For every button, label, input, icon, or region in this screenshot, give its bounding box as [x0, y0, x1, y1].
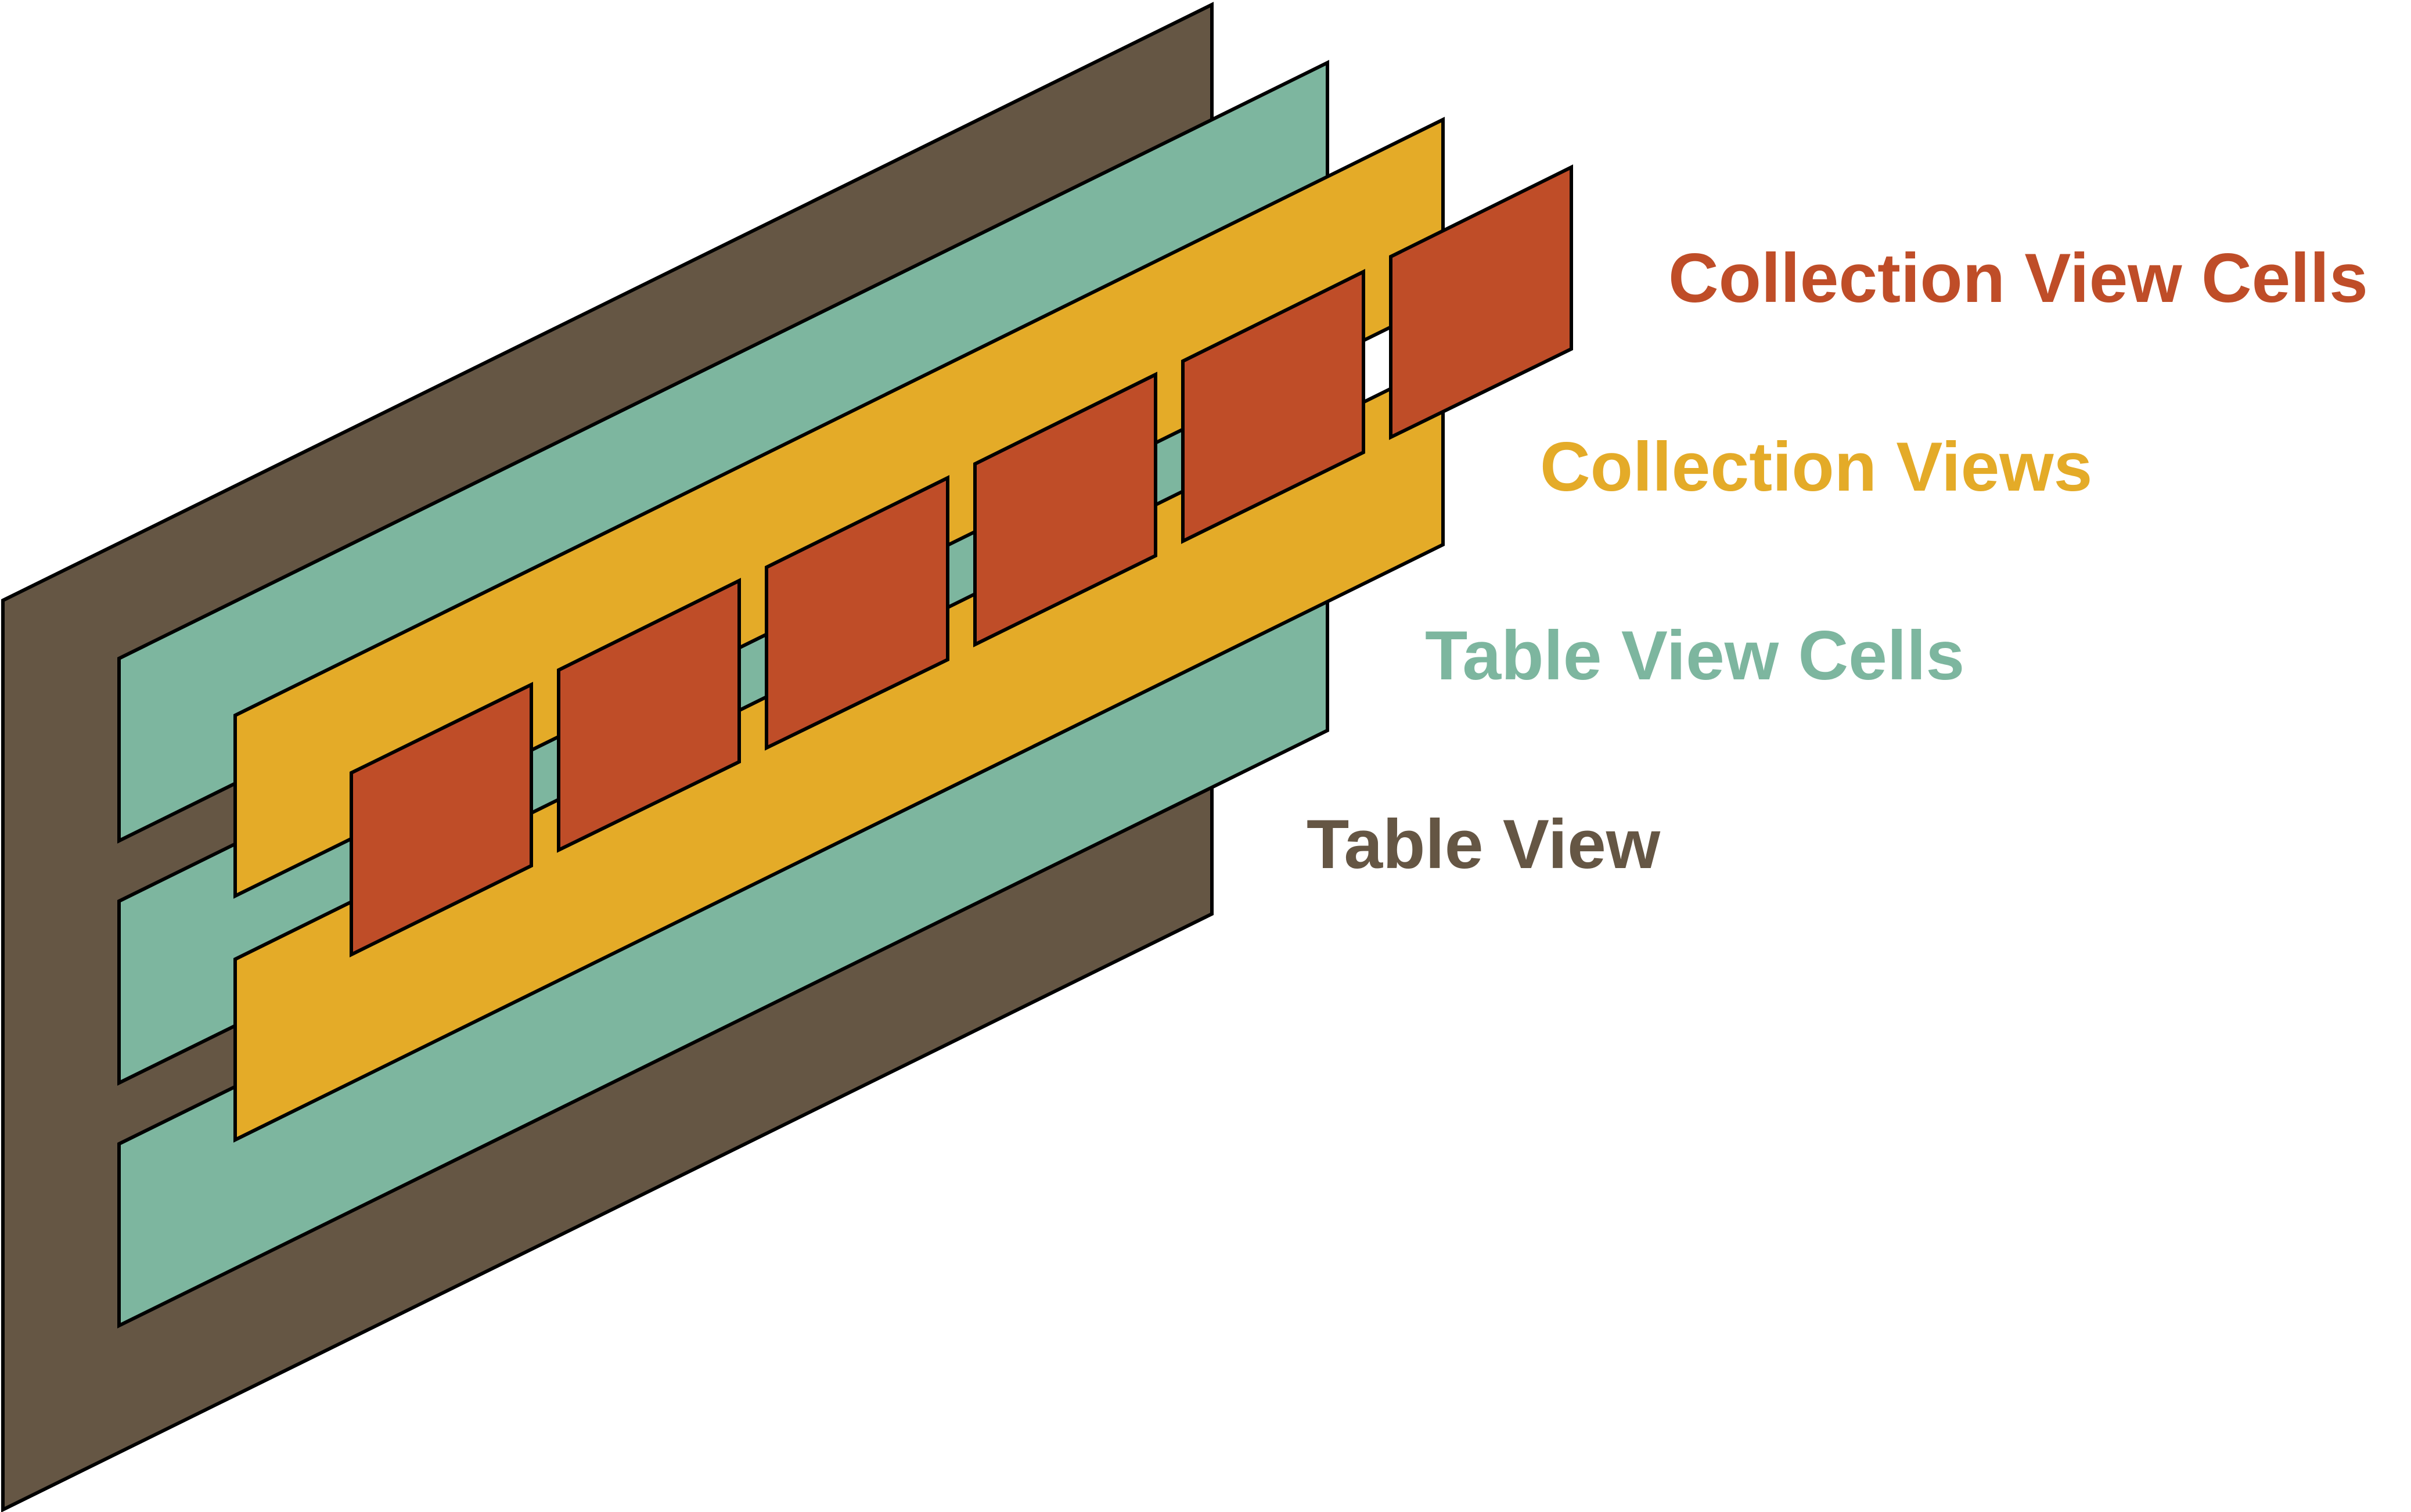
table-view-label: Table View	[1307, 805, 1661, 883]
collection-view-cell-2	[557, 578, 741, 853]
collection-view-cell-3	[765, 475, 949, 751]
collection-view-cell-4	[973, 372, 1157, 647]
collection-view-cell-5	[1181, 269, 1365, 544]
collection-view-cell-6	[1389, 164, 1573, 440]
collection-views-label: Collection Views	[1540, 428, 2092, 506]
collection-view-cells-label: Collection View Cells	[1668, 239, 2368, 317]
table-view-cells-label: Table View Cells	[1425, 617, 1964, 694]
collection-view-cell-1	[350, 682, 533, 957]
